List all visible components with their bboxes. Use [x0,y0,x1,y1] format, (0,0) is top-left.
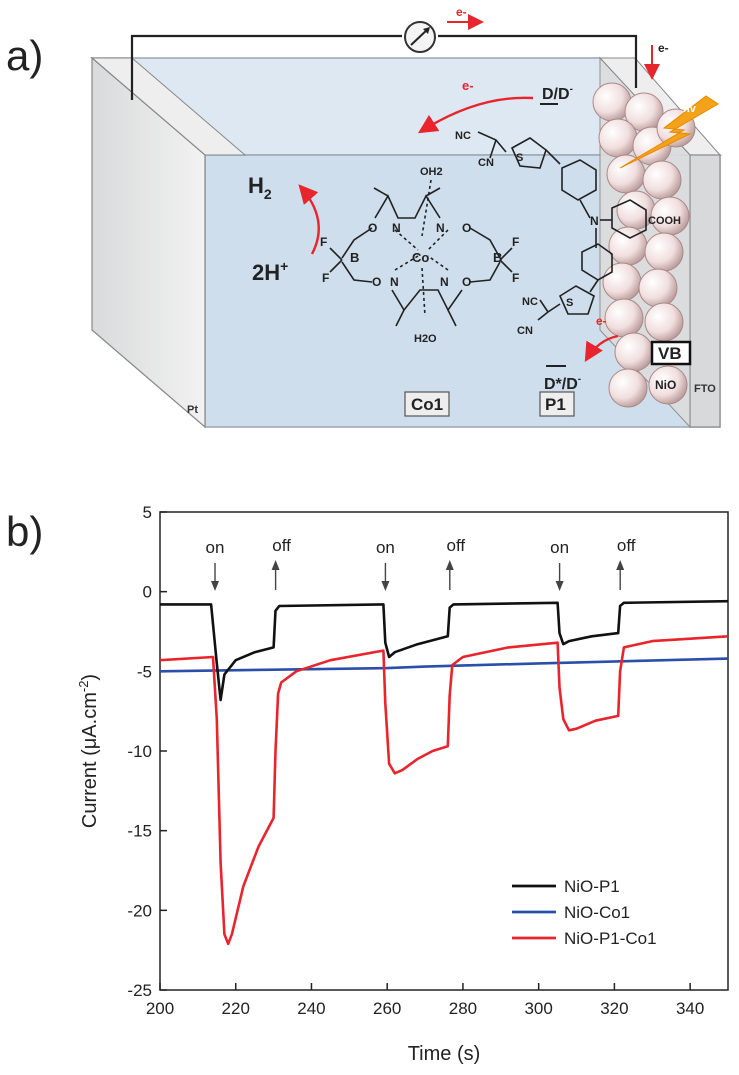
x-tick-label: 300 [524,999,552,1018]
oh2-label: OH2 [420,166,443,178]
off-arrowhead [445,560,454,570]
y-tick-label: -10 [127,742,152,761]
h2-evolution-arrow [298,184,320,255]
on-arrowhead [211,581,220,591]
x-tick-label: 240 [297,999,325,1018]
f-atom-4: F [512,271,519,285]
series-line-nio-co1 [159,657,729,673]
cobaloxime-structure [329,179,513,327]
legend-label: NiO-P1 [564,877,620,896]
series-line-nio-p1 [160,599,729,702]
off-arrowhead [271,560,280,570]
x-tick-label: 200 [146,999,174,1018]
nio-spheres [592,82,696,408]
y-tick-label: -25 [127,981,152,1000]
legend-label: NiO-Co1 [564,903,630,922]
on-label: on [376,538,395,557]
off-label: off [446,536,465,555]
f-atom-2: F [322,271,329,285]
p1-label: P1 [545,395,566,414]
electron-label-transfer: e- [462,78,474,93]
h2-label: H2 [248,173,272,202]
external-circuit: e- e- [130,5,669,100]
panel-a-label: a) [6,32,44,79]
two-h-plus-label: 2H+ [252,258,288,285]
y-tick-label: -5 [137,662,152,681]
o-atom-3: O [462,221,471,235]
on-arrowhead [381,581,390,591]
co1-label: Co1 [411,395,443,414]
n-atom-3: N [390,275,399,289]
x-tick-label: 260 [373,999,401,1018]
dye-cooh: COOH [648,215,681,227]
n-atom-1: N [392,221,401,235]
electron-label-top: e- [456,5,467,19]
x-axis-label: Time (s) [408,1043,481,1065]
b-atom-left: B [350,250,359,265]
plot-frame [159,511,729,991]
light-bolt-icon: hv [619,95,719,169]
hole-injection-arrow [584,334,619,363]
vb-label: VB [658,344,682,363]
series-line-nio-p1-co1 [159,635,729,946]
dye-s-bottom: S [566,297,573,309]
electron-label-injection: e- [596,314,607,328]
nio-label: NiO [655,378,676,392]
co1-box [404,391,450,417]
pt-label: Pt [187,404,198,416]
x-axis: 200 220 240 260 280 300 320 340 [146,983,704,1018]
p1-box [539,391,575,417]
electron-label-right: e- [658,41,669,55]
x-tick-label: 280 [449,999,477,1018]
y-tick-label: 5 [143,503,152,522]
legend-label: NiO-P1-Co1 [564,929,657,948]
y-tick-label: 0 [143,583,152,602]
co-atom-label: Co [412,250,429,265]
f-atom-3: F [512,235,519,249]
dye-nc-top: NC [455,130,471,142]
on-arrowhead [555,581,564,591]
b-atom-right: B [493,250,502,265]
dd-bottom-label: D*/D- [544,374,581,393]
fto-label: FTO [694,383,716,395]
dye-s-top: S [516,152,523,164]
dye-n-center: N [590,214,599,228]
y-axis-label: Current (μA.cm-2) [76,674,101,828]
o-atom-2: O [372,275,381,289]
dye-nc-bottom: NC [522,296,538,308]
y-tick-label: -15 [127,822,152,841]
o-atom-4: O [462,275,471,289]
photocurrent-chart: 200 220 240 260 280 300 320 340 5 0 -5 -10 -15 -20 -2… [76,503,729,1065]
p1-dye-structure [477,131,647,321]
x-tick-label: 340 [676,999,704,1018]
vb-box [650,340,692,366]
off-arrowhead [616,560,625,570]
n-atom-2: N [436,221,445,235]
y-axis: 5 0 -5 -10 -15 -20 -25 [127,503,167,1000]
light-switch-annotations: on on on off off off [206,536,636,591]
off-label: off [617,536,636,555]
device-schematic: Pt FTO e- e- [89,5,723,429]
on-label: on [550,538,569,557]
off-label: off [272,536,291,555]
electron-transfer-arrow [417,96,534,134]
dd-top-label: D/D- [542,84,573,103]
pt-electrode: Pt [90,56,247,429]
y-tick-label: -20 [127,901,152,920]
panel-b-label: b) [6,508,44,555]
dye-cn-top: CN [478,157,494,169]
series-layer [159,599,729,946]
o-atom-1: O [368,221,377,235]
f-atom-1: F [320,235,327,249]
hv-label: hv [683,103,697,115]
h2o-label: H2O [414,333,437,345]
x-tick-label: 220 [222,999,250,1018]
x-tick-label: 320 [600,999,628,1018]
dye-cn-bottom: CN [517,325,533,337]
n-atom-4: N [440,275,449,289]
on-label: on [206,538,225,557]
